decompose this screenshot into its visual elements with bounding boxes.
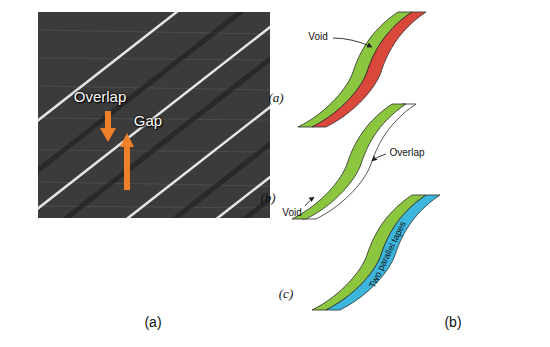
sub-figure-letter: (b): [260, 191, 275, 205]
leader-lines: [305, 38, 386, 206]
defect-label: Void: [308, 31, 327, 42]
micrograph-photo: [38, 12, 270, 218]
gap-arrow-head: [120, 133, 134, 147]
void-leader: [305, 197, 314, 206]
green-tape: [292, 104, 406, 219]
tape-pair-overlap: [292, 104, 416, 219]
overlap-arrow-shaft: [105, 111, 111, 129]
red-tape: [312, 12, 426, 127]
overlap-leader: [372, 154, 386, 161]
tape-pair-parallel: [312, 195, 440, 310]
photo-label: Gap: [134, 113, 162, 130]
overlap-arrow-head: [100, 128, 116, 142]
panel-caption: (a): [144, 315, 161, 330]
void-leader: [333, 38, 372, 47]
dark-stripes: [38, 12, 270, 218]
defect-label: Void: [282, 207, 301, 218]
photo-ground: [38, 12, 270, 218]
gap-arrow-shaft: [124, 146, 130, 190]
photo-label: Overlap: [74, 89, 127, 106]
blue-tape: [326, 195, 440, 310]
panel-caption: (b): [444, 315, 461, 330]
defect-label: Overlap: [389, 147, 424, 158]
sub-figure-letter: (a): [268, 91, 283, 105]
gap-lines: [38, 12, 270, 218]
sub-figure-letter: (c): [279, 287, 293, 301]
orange-arrows: [100, 111, 134, 190]
